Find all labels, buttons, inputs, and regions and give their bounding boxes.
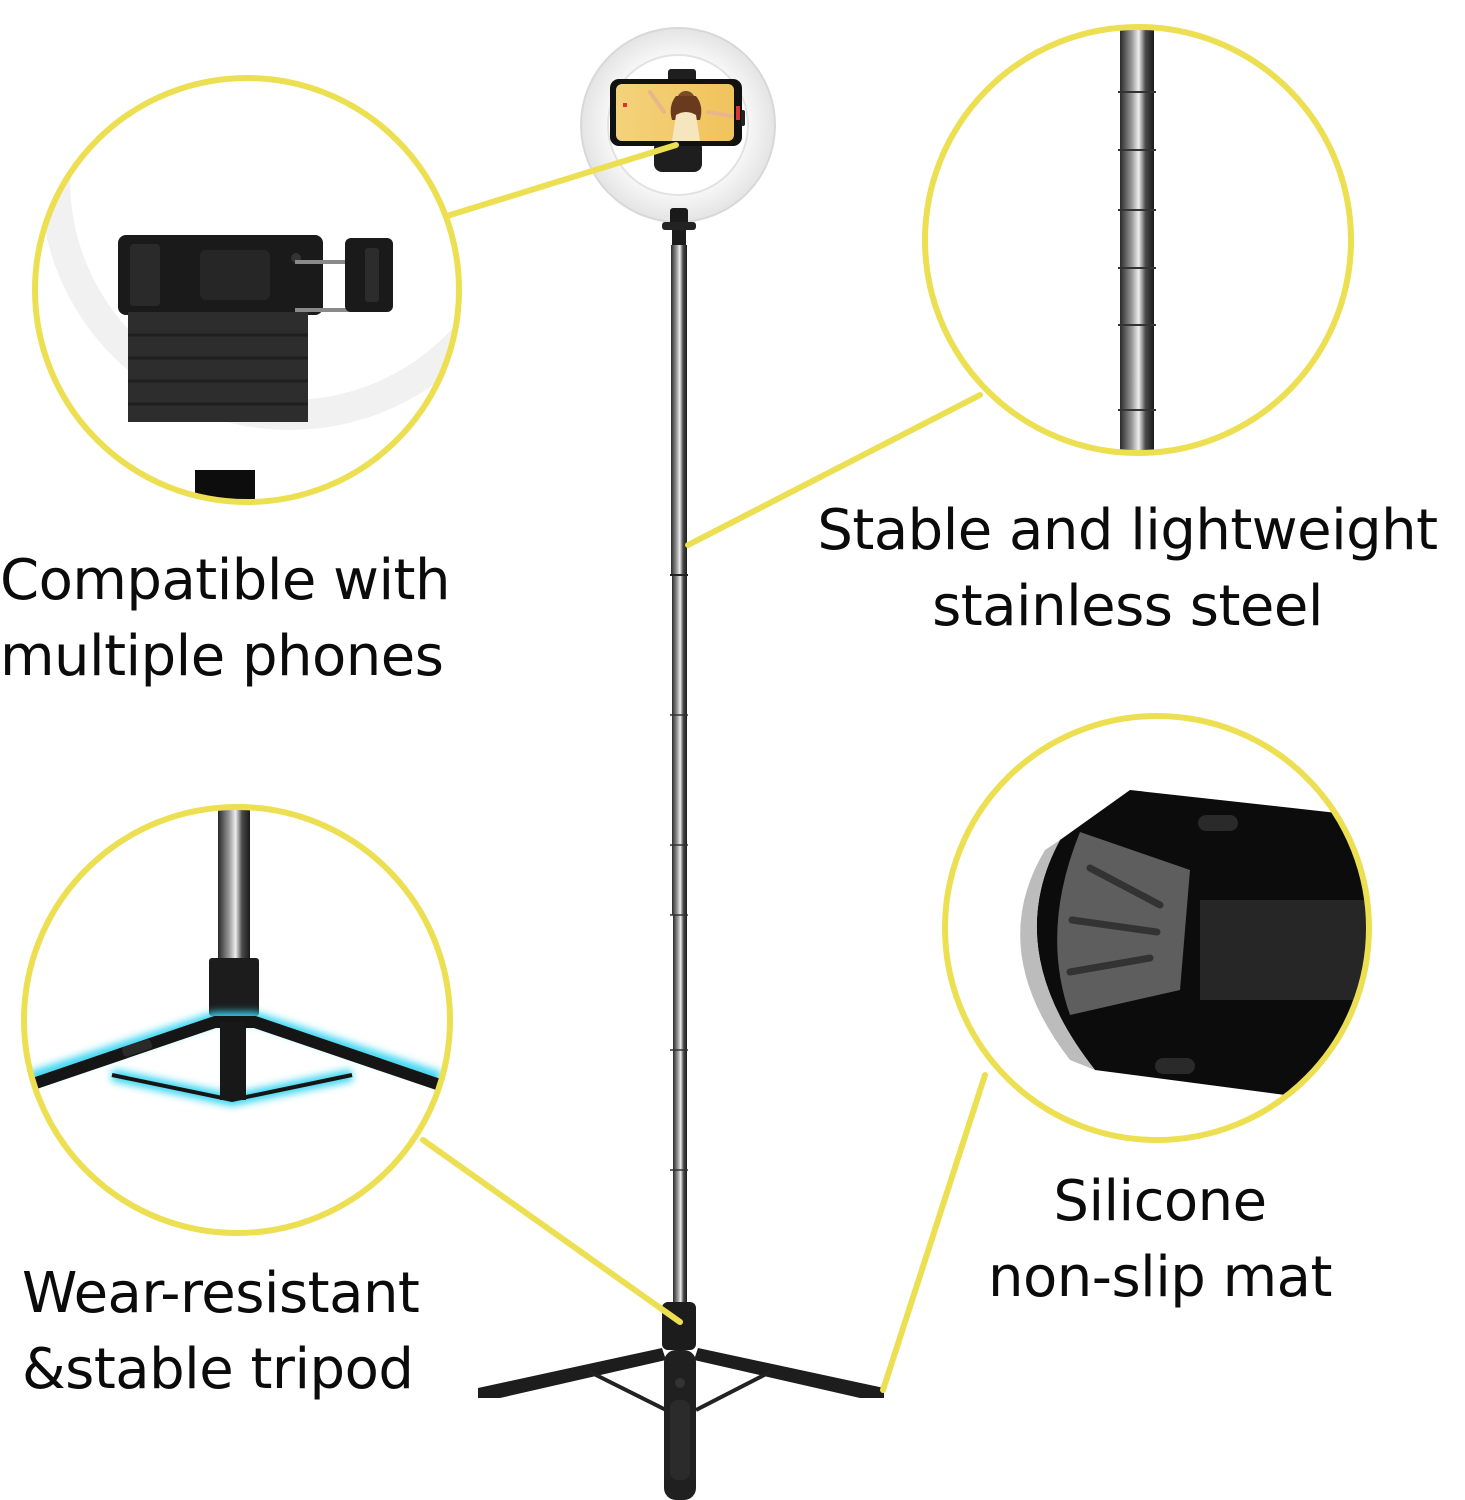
label-line: non-slip mat — [988, 1245, 1332, 1310]
callout-label-steel-pole: Stable and lightweight stainless steel — [790, 493, 1465, 645]
callout-connectors — [420, 142, 988, 1393]
label-line: Stable and lightweight — [817, 498, 1438, 563]
label-line: &stable tripod — [22, 1337, 414, 1402]
callout-label-phone-holder: Compatible with multiple phones — [0, 543, 450, 695]
telescopic-pole — [670, 245, 688, 1305]
label-line: Silicone — [1053, 1169, 1267, 1234]
callout-circle-steel-pole — [922, 24, 1354, 456]
label-line: Wear-resistant — [22, 1261, 420, 1326]
tripod-base — [478, 1302, 884, 1500]
callout-circle-tripod — [21, 804, 453, 1236]
callout-label-non-slip-mat: Silicone non-slip mat — [960, 1164, 1360, 1316]
callout-circle-phone-holder — [32, 75, 462, 505]
label-line: stainless steel — [932, 574, 1323, 639]
callout-label-tripod: Wear-resistant &stable tripod — [22, 1256, 420, 1408]
label-line: Compatible with — [0, 548, 450, 613]
ring-light — [580, 27, 776, 248]
callout-circle-non-slip-mat — [942, 713, 1372, 1143]
label-line: multiple phones — [0, 624, 444, 689]
